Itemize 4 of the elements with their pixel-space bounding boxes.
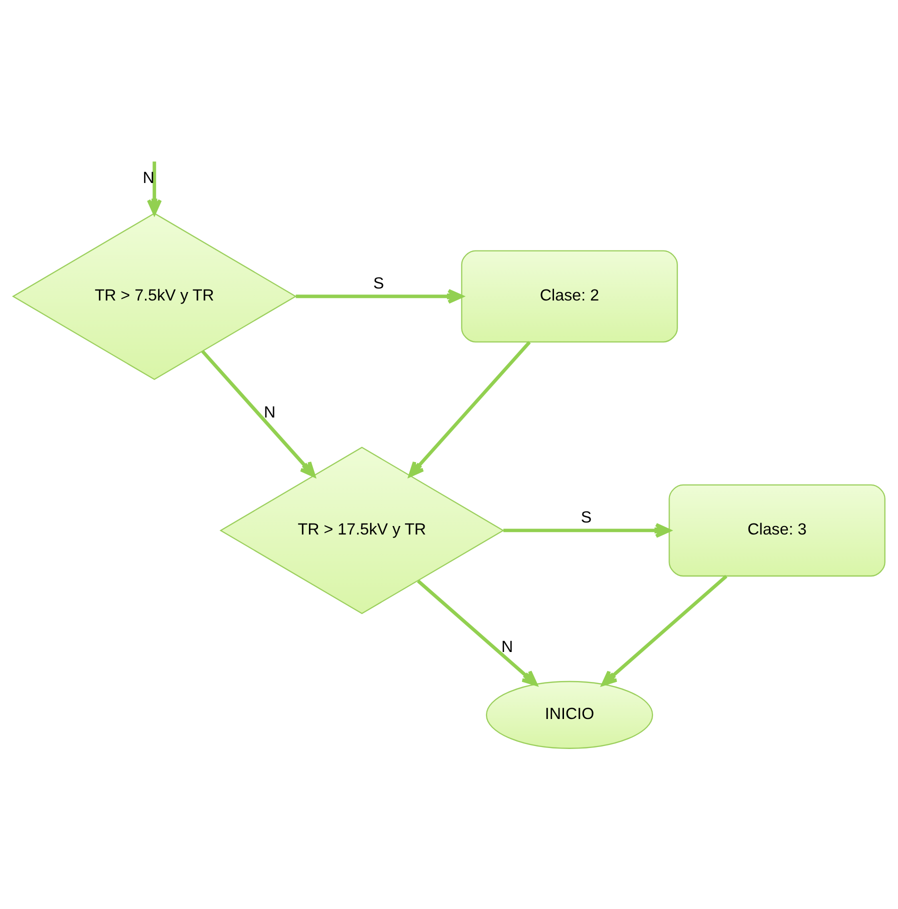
edge-label: S <box>373 274 384 293</box>
edge-label: N <box>264 404 276 422</box>
edge-label: N <box>501 638 514 656</box>
edge-label: S <box>580 508 592 527</box>
